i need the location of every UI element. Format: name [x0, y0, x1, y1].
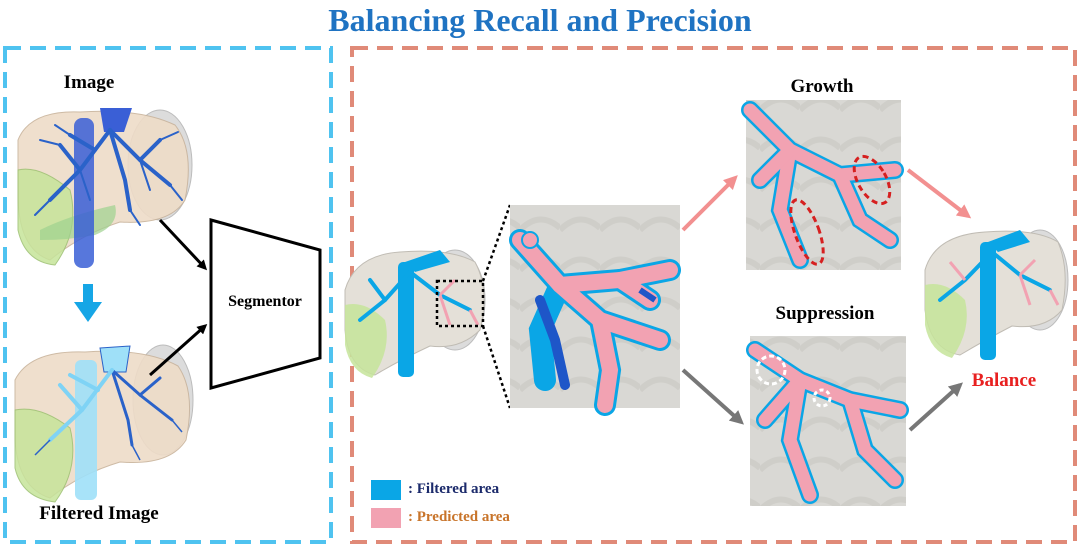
arrow-to-growth [681, 175, 738, 232]
segmentor-block [209, 218, 322, 390]
down-arrow-icon [74, 284, 102, 322]
legend-swatch-filtered [371, 480, 401, 500]
legend-swatch-predicted [371, 508, 401, 528]
suppression-highlight-2 [812, 388, 832, 408]
balance-label: Balance [971, 370, 1037, 391]
zoom-line-top [481, 204, 512, 282]
zoom-line-bottom [481, 325, 512, 409]
arrow-suppression-to-balance [908, 382, 963, 432]
arrow-to-suppression [681, 368, 744, 425]
liver-balanced-result [924, 229, 1069, 360]
suppression-crop-image [746, 336, 909, 506]
legend-filtered-label: : Filtered area [408, 481, 500, 497]
growth-crop-image [741, 100, 904, 270]
zoomed-crop-image [509, 205, 681, 416]
arrow-filtered-to-segmentor [149, 324, 208, 377]
left-panel-border [3, 46, 333, 544]
arrow-growth-to-balance [906, 168, 972, 219]
page-title: Balancing Recall and Precision [328, 2, 752, 38]
liver-image-original [17, 108, 193, 268]
zoom-region-box [435, 279, 485, 328]
suppression-label: Suppression [775, 303, 875, 324]
legend-predicted-label: : Predicted area [408, 509, 510, 525]
image-label: Image [63, 72, 115, 93]
liver-prediction-small [344, 249, 486, 378]
growth-label: Growth [790, 76, 854, 97]
filtered-image-label: Filtered Image [39, 503, 159, 524]
liver-image-filtered [14, 344, 194, 503]
suppression-highlight-1 [755, 354, 787, 386]
growth-highlight-2 [789, 198, 825, 266]
segmentor-label: Segmentor [228, 293, 302, 310]
arrow-image-to-segmentor [158, 218, 208, 271]
